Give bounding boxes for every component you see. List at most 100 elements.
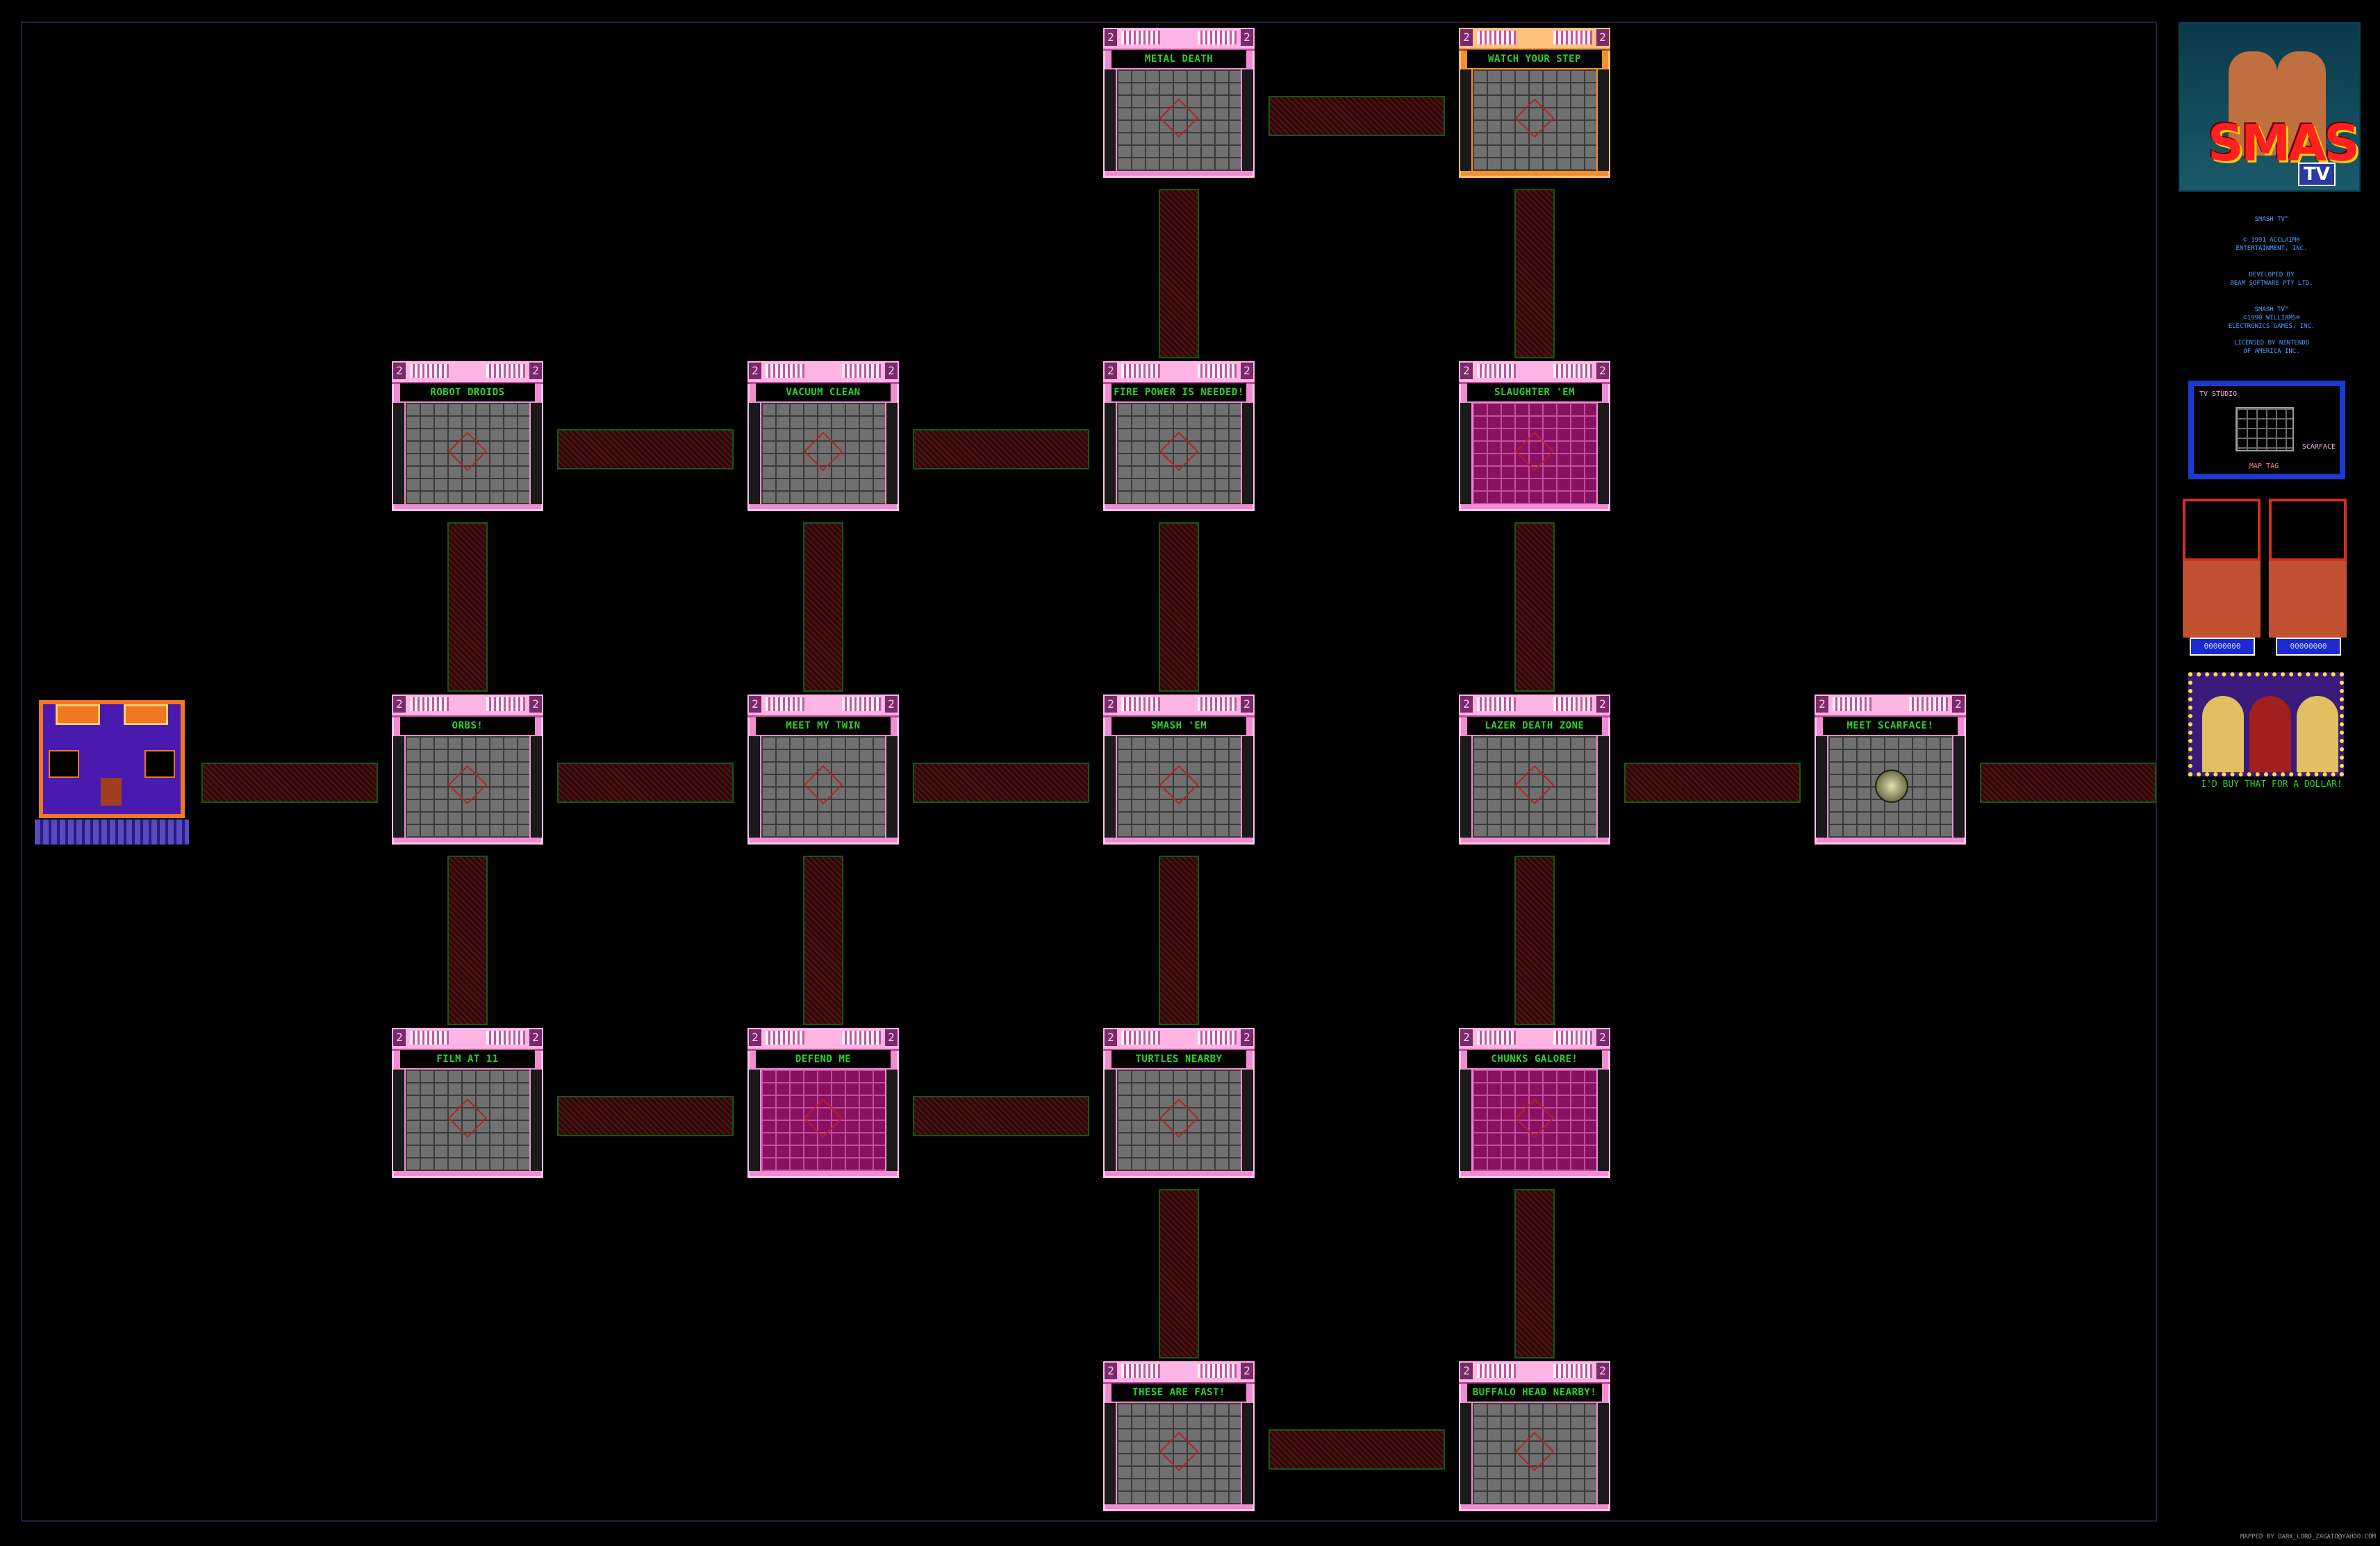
room-badge: 2 bbox=[749, 363, 761, 379]
room-wall bbox=[1242, 1403, 1253, 1504]
host-screen-right bbox=[2269, 499, 2347, 561]
speaker-icon bbox=[842, 1031, 881, 1045]
room-title: SMASH 'EM bbox=[1112, 717, 1246, 735]
room-wall bbox=[1460, 1403, 1471, 1504]
room-wall bbox=[1242, 403, 1253, 504]
room-floor bbox=[761, 1070, 885, 1171]
room-wall bbox=[393, 1070, 404, 1171]
room-badge: 2 bbox=[1460, 696, 1473, 713]
scarface-label: SCARFACE bbox=[2302, 443, 2336, 451]
host-figure bbox=[2249, 696, 2291, 772]
room-wall bbox=[1105, 69, 1116, 171]
corridor bbox=[1980, 763, 2156, 803]
room-badge: 2 bbox=[1105, 1363, 1117, 1379]
room-wall bbox=[1598, 403, 1609, 504]
room-badge: 2 bbox=[1952, 696, 1965, 713]
tv-monitor-left bbox=[56, 704, 100, 725]
room-wall bbox=[531, 1070, 542, 1171]
room-badge: 2 bbox=[1241, 363, 1253, 379]
room-badge: 2 bbox=[1816, 696, 1828, 713]
hostess-figure bbox=[2297, 696, 2338, 772]
speaker-icon bbox=[1477, 697, 1516, 711]
room-badge: 2 bbox=[749, 1029, 761, 1046]
room-title: DEFEND ME bbox=[756, 1050, 891, 1068]
corridor bbox=[913, 429, 1089, 469]
room-wall bbox=[1598, 69, 1609, 171]
room-wall bbox=[886, 736, 898, 838]
speaker-icon bbox=[1121, 1364, 1160, 1378]
room-badge: 2 bbox=[1460, 1029, 1473, 1046]
room-badge: 2 bbox=[529, 696, 542, 713]
room-title: FILM AT 11 bbox=[400, 1050, 535, 1068]
room-title: MEET SCARFACE! bbox=[1823, 717, 1958, 735]
overview-grid bbox=[2236, 407, 2294, 451]
room-title: METAL DEATH bbox=[1112, 50, 1246, 68]
room-badge: 2 bbox=[1596, 696, 1609, 713]
room-floor bbox=[1473, 403, 1596, 504]
room-badge: 2 bbox=[393, 1029, 406, 1046]
room-badge: 2 bbox=[1460, 29, 1473, 46]
score-left: 00000000 bbox=[2190, 638, 2255, 656]
room-title: BUFFALO HEAD NEARBY! bbox=[1467, 1383, 1602, 1402]
host-panel: 00000000 00000000 bbox=[2183, 499, 2349, 658]
room-title: THESE ARE FAST! bbox=[1112, 1383, 1246, 1402]
speaker-icon bbox=[1121, 31, 1160, 44]
room-wall bbox=[1460, 403, 1471, 504]
room-wall bbox=[1460, 69, 1471, 171]
speaker-icon bbox=[1553, 697, 1592, 711]
finale-caption: I'D BUY THAT FOR A DOLLAR! bbox=[2201, 779, 2342, 790]
speaker-icon bbox=[486, 1031, 525, 1045]
corridor bbox=[1514, 522, 1555, 692]
room-wall bbox=[531, 403, 542, 504]
speaker-icon bbox=[1198, 697, 1237, 711]
corridor bbox=[1514, 189, 1555, 358]
contestant-figure bbox=[2229, 51, 2277, 156]
speaker-icon bbox=[1553, 31, 1592, 44]
room-title: MEET MY TWIN bbox=[756, 717, 891, 735]
corridor bbox=[1514, 856, 1555, 1025]
corridor bbox=[913, 1096, 1089, 1136]
speaker-icon bbox=[1198, 1031, 1237, 1045]
corridor bbox=[1268, 96, 1445, 136]
room-floor bbox=[1473, 1403, 1596, 1504]
corridor bbox=[557, 1096, 734, 1136]
host-emblem bbox=[101, 778, 122, 806]
room-wall bbox=[1105, 1070, 1116, 1171]
speaker-icon bbox=[1553, 1364, 1592, 1378]
boss-icon bbox=[1875, 769, 1908, 803]
speaker-icon bbox=[1198, 31, 1237, 44]
room-title: FIRE POWER IS NEEDED! bbox=[1112, 383, 1246, 401]
room-wall bbox=[393, 736, 404, 838]
credit-line: © 1991 ACCLAIM® ENTERTAINMENT, INC. bbox=[2236, 237, 2308, 252]
room-floor bbox=[1828, 736, 1952, 838]
room-badge: 2 bbox=[1105, 696, 1117, 713]
